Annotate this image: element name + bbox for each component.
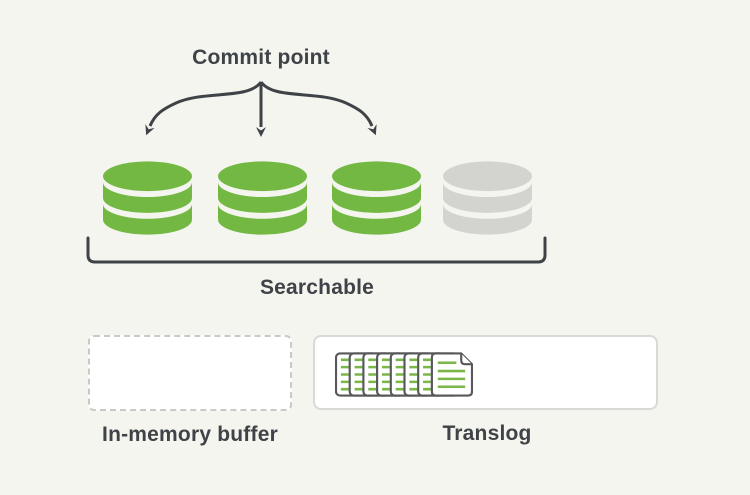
doc-front-page — [430, 352, 473, 397]
in-memory-buffer-box — [88, 335, 292, 411]
in-memory-buffer-label: In-memory buffer — [102, 423, 278, 446]
segment-cylinder-3 — [332, 161, 421, 235]
translog-documents-icon — [335, 352, 473, 397]
segment-cylinder-1 — [103, 161, 192, 235]
segment-cylinder-4-uncommitted — [443, 161, 532, 235]
commit-point-label: Commit point — [192, 46, 330, 69]
arrow-right — [259, 80, 377, 136]
segment-cylinder-2 — [218, 161, 307, 235]
translog-box — [313, 335, 658, 410]
searchable-label: Searchable — [259, 276, 375, 299]
searchable-bracket — [86, 236, 547, 264]
translog-label: Translog — [442, 422, 532, 445]
arrow-left — [145, 80, 263, 136]
commit-point-arrows — [145, 80, 377, 137]
doc-page-stack — [335, 352, 473, 397]
